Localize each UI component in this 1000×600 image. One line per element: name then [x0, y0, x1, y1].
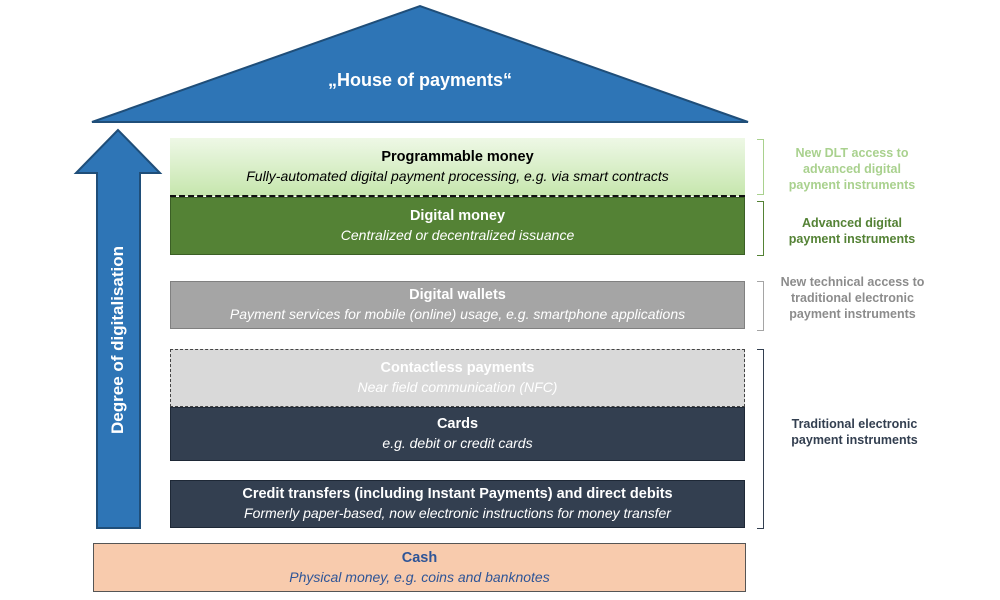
layer-subtitle: Centralized or decentralized issuance	[340, 227, 575, 243]
roof-shape	[91, 4, 749, 123]
bracket-traditional	[757, 349, 764, 529]
layer-subtitle: Near field communication (NFC)	[357, 379, 558, 395]
layer-title: Digital wallets	[409, 287, 506, 303]
bracket-advanced	[757, 201, 764, 256]
layer-title: Digital money	[409, 208, 506, 224]
layer-title: Programmable money	[381, 149, 534, 165]
side-label-technical: New technical access to traditional elec…	[780, 275, 925, 321]
layer-title: Contactless payments	[380, 360, 535, 376]
layer-digital-wallets: Digital wallets Payment services for mob…	[170, 281, 745, 329]
layer-digital-money: Digital money Centralized or decentraliz…	[170, 197, 745, 255]
arrow-label: Degree of digitalisation	[108, 246, 127, 434]
side-label-advanced: Advanced digital payment instruments	[788, 216, 916, 246]
layer-credit-transfers: Credit transfers (including Instant Paym…	[170, 480, 745, 528]
house-title: „House of payments“	[327, 70, 513, 90]
layer-cards: Cards e.g. debit or credit cards	[170, 407, 745, 461]
layer-title: Cash	[401, 549, 438, 566]
side-label-traditional: Traditional electronic payment instrumen…	[791, 417, 918, 447]
layer-title: Credit transfers (including Instant Paym…	[242, 486, 673, 502]
layer-title: Cards	[436, 416, 479, 432]
digitalisation-arrow	[73, 128, 163, 529]
layer-subtitle: Payment services for mobile (online) usa…	[229, 306, 686, 322]
dashed-divider	[170, 195, 745, 198]
side-label-dlt: New DLT access to advanced digital payme…	[788, 146, 916, 192]
layer-cash: Cash Physical money, e.g. coins and bank…	[93, 543, 746, 592]
layer-programmable-money: Programmable money Fully-automated digit…	[170, 138, 745, 196]
bracket-technical	[757, 281, 764, 331]
layer-subtitle: Formerly paper-based, now electronic ins…	[244, 505, 671, 521]
layer-subtitle: Physical money, e.g. coins and banknotes	[289, 568, 550, 585]
layer-subtitle: e.g. debit or credit cards	[382, 435, 533, 451]
layer-subtitle: Fully-automated digital payment processi…	[246, 168, 669, 184]
bracket-dlt	[757, 139, 764, 195]
layer-contactless-payments: Contactless payments Near field communic…	[170, 349, 745, 407]
